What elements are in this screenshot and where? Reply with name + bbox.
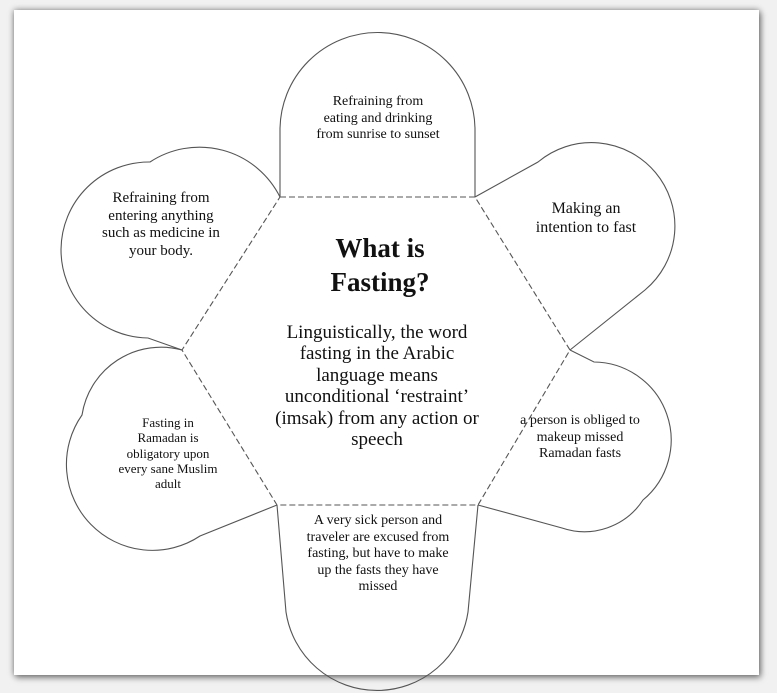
petal-upper-right-outline [474,142,676,351]
petal-lower-left-text: Fasting in Ramadan is obligatory upon ev… [118,415,218,492]
petal-lower-right-outline [477,349,672,533]
petal-lower-right-text: a person is obliged to makeup missed Ram… [520,413,640,462]
petal-bottom-text: A very sick person and traveler are excu… [306,513,450,595]
petal-lower-left-outline [65,346,278,551]
center-title: What is Fasting? [290,232,470,300]
petal-upper-right-text: Making an intention to fast [535,200,637,236]
petal-upper-left-outline [60,146,281,351]
petal-upper-left-text: Refraining from entering anything such a… [102,190,220,260]
center-title-line1: What is [335,233,425,263]
paper-background [14,10,759,675]
center-title-line2: Fasting? [330,266,430,297]
petal-top-outline [279,31,476,197]
petal-bottom-outline [276,504,479,691]
petal-top-text: Refraining from eating and drinking from… [316,94,440,143]
center-definition-text: Linguistically, the word fasting in the … [275,322,479,451]
